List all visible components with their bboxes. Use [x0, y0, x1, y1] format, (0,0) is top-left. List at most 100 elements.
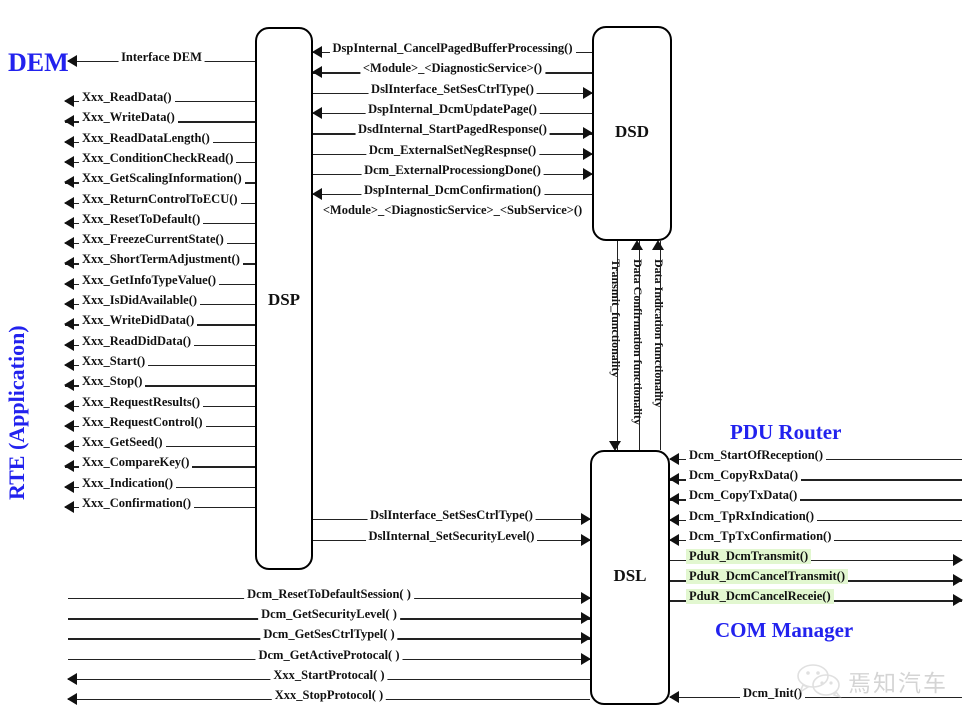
arrow-label: Dcm_CopyRxData() — [686, 468, 802, 484]
arrow-row[interactable]: Xxx_ReturnControlToECU() — [64, 191, 255, 212]
arrow-head-left-icon — [312, 46, 322, 58]
arrow-head-left-icon — [64, 501, 74, 513]
arrow-head-left-icon — [64, 277, 74, 290]
arrow-row[interactable]: Dcm_GetActiveProtocal( ) — [68, 647, 591, 668]
arrow-head-left-icon — [669, 533, 679, 546]
arrow-row[interactable]: Xxx_GetSeed() — [64, 435, 255, 455]
arrow-head-left-icon — [312, 106, 322, 119]
group-title-pdu-router: PDU Router — [730, 420, 842, 444]
arrow-label: Xxx_GetInfoTypeValue() — [79, 272, 220, 288]
arrow-row[interactable]: DspInternal_CancelPagedBufferProcessing(… — [312, 41, 592, 61]
arrow-label: Dcm_ResetToDefaultSession( ) — [244, 587, 414, 602]
arrow-row[interactable]: Xxx_ReadDidData() — [64, 333, 255, 354]
arrow-row[interactable]: DspInternal_DcmUpdatePage() — [312, 101, 592, 122]
group-title-rte: RTE (Application) — [4, 325, 29, 500]
arrow-label: DslInterface_SetSesCtrlType() — [368, 81, 537, 97]
arrow-label: Dcm_GetSecurityLevel( ) — [258, 607, 400, 623]
arrow-row[interactable]: Dcm_ResetToDefaultSession( ) — [68, 587, 591, 607]
arrow-row[interactable]: Xxx_WriteDidData() — [64, 313, 255, 333]
arrow-row[interactable]: PduR_DcmTransmit() — [670, 549, 963, 569]
arrow-row[interactable]: Xxx_GetScalingInformation() — [64, 171, 255, 191]
arrow-label: Xxx_CompareKey() — [79, 455, 193, 471]
arrow-row[interactable]: Dcm_TpTxConfirmation() — [669, 528, 962, 549]
arrow-label: DslInternal_SetSecurityLevel() — [365, 529, 538, 544]
arrow-row[interactable]: PduR_DcmCancelReceie() — [670, 589, 963, 609]
arrow-row[interactable]: DslInterface_SetSesCtrlType() — [313, 508, 591, 528]
arrow-label: Dcm_GetSesCtrlTypel( ) — [260, 627, 398, 643]
arrow-head-left-icon — [64, 135, 74, 148]
arrow-label: Xxx_ReadData() — [79, 90, 175, 105]
arrow-row[interactable]: Xxx_ShortTermAdjustment() — [64, 252, 255, 272]
arrow-row[interactable]: Xxx_RequestControl() — [64, 414, 255, 435]
arrow-row[interactable]: <Module>_<DiagnosticService>() — [312, 61, 592, 81]
arrow-row[interactable]: Xxx_StartProtocal( ) — [67, 667, 590, 688]
arrow-row[interactable]: Dcm_CopyRxData() — [669, 468, 962, 488]
arrow-row[interactable]: Xxx_ReadData() — [64, 90, 255, 110]
arrow-label: Dcm_ExternalSetNegRespnse() — [365, 142, 540, 158]
arrow-head-up-icon — [631, 240, 643, 250]
arrow-label: Xxx_Start() — [79, 353, 149, 369]
arrow-row[interactable]: DslInternal_SetSecurityLevel() — [313, 529, 591, 549]
arrow-head-left-icon — [669, 453, 679, 465]
arrow-head-left-icon — [64, 419, 74, 432]
arrow-head-left-icon — [64, 460, 74, 473]
arrow-label: Xxx_Stop() — [79, 374, 146, 390]
arrow-row[interactable]: Xxx_StopProtocol( ) — [67, 688, 590, 708]
arrow-row[interactable]: Xxx_RequestResults() — [64, 394, 255, 415]
arrow-head-left-icon — [669, 493, 679, 506]
arrow-label: <Module>_<DiagnosticService>_<SubService… — [322, 203, 583, 218]
arrow-row[interactable]: Xxx_ResetToDefault() — [64, 211, 255, 232]
arrow-row[interactable]: Xxx_ReadDataLength() — [64, 130, 255, 151]
module-box-dsd[interactable] — [592, 26, 672, 241]
arrow-head-left-icon — [64, 196, 74, 209]
arrow-row[interactable]: PduR_DcmCancelTransmit() — [670, 569, 963, 589]
arrow-label: Xxx_ShortTermAdjustment() — [79, 252, 243, 268]
arrow-line — [65, 385, 255, 387]
arrow-row[interactable]: Xxx_Stop() — [64, 374, 255, 394]
arrow-label: Dcm_TpRxIndication() — [686, 508, 818, 524]
arrow-label: Xxx_ReturnControlToECU() — [79, 191, 241, 207]
arrow-row[interactable]: Xxx_ConditionCheckRead() — [64, 150, 255, 171]
arrow-row[interactable]: Xxx_CompareKey() — [64, 455, 255, 475]
arrow-head-left-icon — [669, 513, 679, 526]
vertical-arrow[interactable] — [609, 241, 626, 451]
arrow-row[interactable]: Xxx_IsDidAvailable() — [64, 293, 255, 313]
vertical-arrow[interactable] — [631, 240, 648, 450]
arrow-row[interactable]: Dcm_ExternalSetNegRespnse() — [313, 142, 593, 163]
arrow-row[interactable]: Xxx_GetInfoTypeValue() — [64, 272, 255, 293]
arrow-row[interactable]: Interface DEM — [67, 50, 255, 70]
arrow-label: DslInterface_SetSesCtrlType() — [367, 508, 536, 523]
arrow-label: Xxx_ReadDidData() — [79, 333, 195, 349]
arrow-label: Xxx_StartProtocal( ) — [270, 667, 388, 683]
arrow-label: Xxx_WriteDidData() — [79, 313, 198, 329]
arrow-head-right-icon — [581, 652, 591, 665]
arrow-row[interactable]: Dcm_GetSesCtrlTypel( ) — [68, 627, 591, 647]
arrow-row[interactable]: Dcm_Init() — [669, 686, 962, 706]
arrow-row[interactable]: Dcm_TpRxIndication() — [669, 508, 962, 529]
module-box-dsl[interactable] — [590, 450, 670, 705]
arrow-row[interactable]: Xxx_WriteData() — [64, 110, 255, 130]
module-box-dsp[interactable] — [255, 27, 313, 570]
arrow-head-left-icon — [64, 358, 74, 371]
arrow-row[interactable]: Dcm_GetSecurityLevel( ) — [68, 607, 591, 627]
arrow-label: Xxx_Confirmation() — [79, 496, 195, 511]
arrow-row[interactable]: Dcm_CopyTxData() — [669, 488, 962, 508]
arrow-row[interactable]: DslInterface_SetSesCtrlType() — [313, 81, 593, 102]
arrow-row[interactable]: Xxx_Start() — [64, 353, 255, 374]
arrow-head-left-icon — [67, 55, 77, 67]
arrow-row[interactable]: Xxx_Confirmation() — [64, 496, 255, 516]
arrow-row[interactable]: Dcm_ExternalProcessiongDone() — [313, 162, 593, 183]
arrow-head-down-icon — [609, 441, 621, 451]
arrow-row[interactable]: <Module>_<DiagnosticService>_<SubService… — [313, 203, 592, 223]
vertical-arrow[interactable] — [652, 240, 669, 450]
arrow-row[interactable]: DsdInternal_StartPagedResponse() — [313, 122, 593, 142]
arrow-row[interactable]: Xxx_Indication() — [64, 475, 255, 496]
arrow-row[interactable]: Xxx_FreezeCurrentState() — [64, 232, 255, 252]
arrow-row[interactable]: Dcm_StartOfReception() — [669, 448, 962, 468]
arrow-label: Dcm_Init() — [740, 686, 806, 701]
arrow-row[interactable]: DspInternal_DcmConfirmation() — [312, 183, 592, 203]
arrow-head-left-icon — [64, 216, 74, 229]
arrow-label: Xxx_WriteData() — [79, 110, 178, 126]
arrow-label: Xxx_ReadDataLength() — [79, 130, 213, 146]
module-label-dsp: DSP — [267, 290, 301, 309]
